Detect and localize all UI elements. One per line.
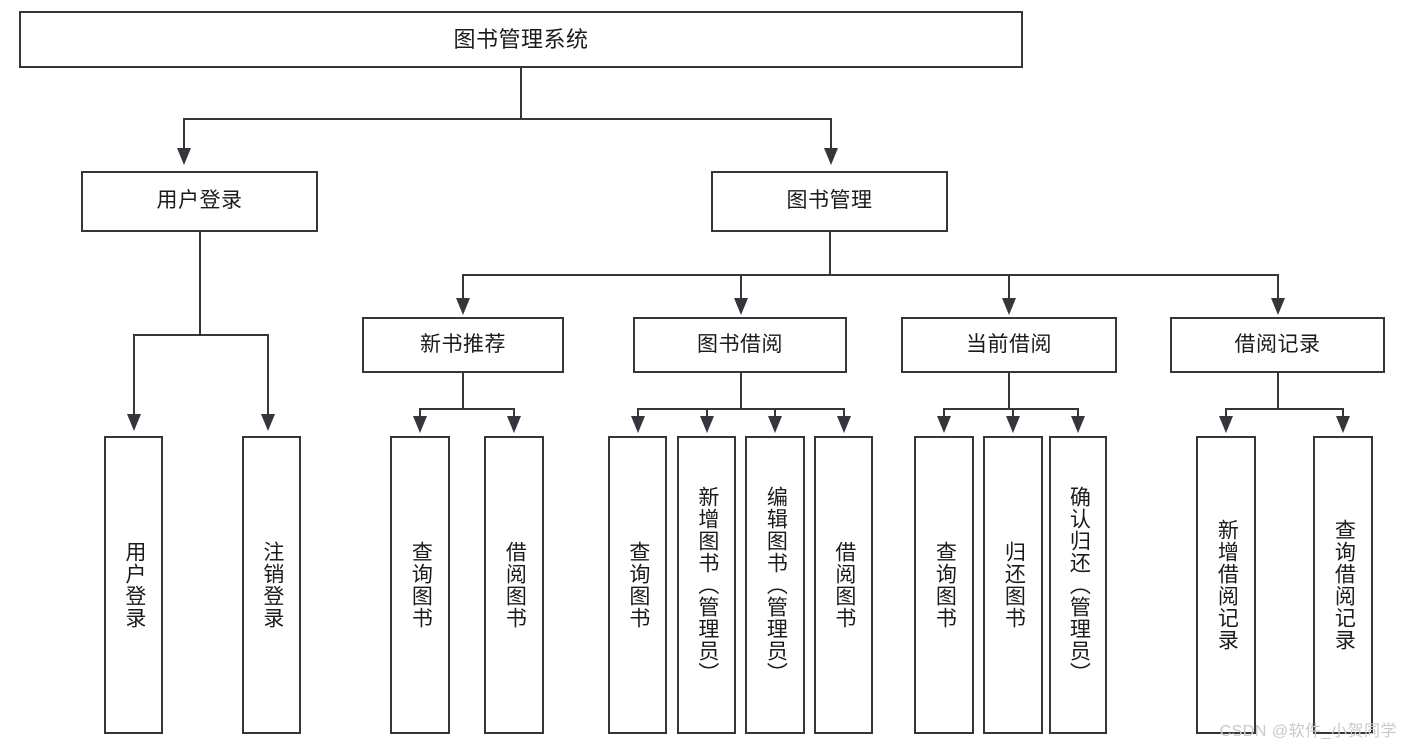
arrow-new-book-leaf-2 xyxy=(507,416,521,433)
node-leaf-borrow-book-1[interactable]: 借阅图书 xyxy=(484,436,544,734)
connector-book-borrow-stem xyxy=(740,373,742,410)
node-label: 图书管理 xyxy=(786,189,873,213)
arrow-book-borrow-leaf-3 xyxy=(768,416,782,433)
node-book-manage[interactable]: 图书管理 xyxy=(711,171,948,232)
connector-root-to-book-manage xyxy=(830,118,832,150)
node-label: 查询图书 xyxy=(933,541,957,629)
connector-book-manage-stem xyxy=(829,232,831,276)
node-label: 用户登录 xyxy=(122,541,146,629)
connector-borrow-record-stem xyxy=(1277,373,1279,410)
node-leaf-query-book-3[interactable]: 查询图书 xyxy=(914,436,974,734)
connector-book-borrow-bar xyxy=(637,408,844,410)
node-label: 新书推荐 xyxy=(420,332,506,356)
node-label: 查询借阅记录 xyxy=(1332,519,1356,651)
node-leaf-return-book[interactable]: 归还图书 xyxy=(983,436,1043,734)
arrow-book-borrow-leaf-1 xyxy=(631,416,645,433)
connector-current-borrow-leaf-2 xyxy=(1012,408,1014,418)
node-label: 确认归还（管理员） xyxy=(1067,486,1091,684)
node-user-login[interactable]: 用户登录 xyxy=(81,171,318,232)
arrow-root-to-book-manage xyxy=(824,148,838,165)
connector-new-book-leaf-2 xyxy=(513,408,515,418)
node-label: 用户登录 xyxy=(156,189,243,213)
node-leaf-query-record[interactable]: 查询借阅记录 xyxy=(1313,436,1373,734)
watermark-text: CSDN @软件_小贺同学 xyxy=(1219,723,1397,740)
node-leaf-query-book-2[interactable]: 查询图书 xyxy=(608,436,667,734)
connector-book-borrow-leaf-3 xyxy=(774,408,776,418)
arrow-current-borrow-leaf-2 xyxy=(1006,416,1020,433)
node-current-borrow[interactable]: 当前借阅 xyxy=(901,317,1117,373)
connector-user-login-stem xyxy=(199,232,201,336)
arrow-borrow-record-leaf-2 xyxy=(1336,416,1350,433)
node-label: 借阅记录 xyxy=(1234,332,1321,356)
arrow-book-manage-c3 xyxy=(1002,298,1016,315)
connector-book-manage-c3 xyxy=(1008,274,1010,300)
arrow-current-borrow-leaf-3 xyxy=(1071,416,1085,433)
arrow-book-borrow-leaf-2 xyxy=(700,416,714,433)
connector-book-manage-c1 xyxy=(462,274,464,300)
connector-current-borrow-leaf-1 xyxy=(943,408,945,418)
node-leaf-borrow-book-2[interactable]: 借阅图书 xyxy=(814,436,873,734)
node-label: 借阅图书 xyxy=(503,541,527,629)
node-label: 查询图书 xyxy=(626,541,650,629)
arrow-book-manage-c2 xyxy=(734,298,748,315)
node-label: 新增借阅记录 xyxy=(1215,519,1239,651)
connector-user-login-bar xyxy=(133,334,267,336)
node-label: 图书管理系统 xyxy=(453,26,589,52)
arrow-book-manage-c4 xyxy=(1271,298,1285,315)
arrow-new-book-leaf-1 xyxy=(413,416,427,433)
node-leaf-add-book[interactable]: 新增图书（管理员） xyxy=(677,436,736,734)
node-new-book-recommend[interactable]: 新书推荐 xyxy=(362,317,564,373)
node-root-system[interactable]: 图书管理系统 xyxy=(19,11,1023,68)
connector-root-bar xyxy=(183,118,832,120)
connector-book-manage-bar xyxy=(462,274,1278,276)
arrow-user-login-leaf-1 xyxy=(127,414,141,431)
node-label: 注销登录 xyxy=(260,541,284,629)
node-label: 编辑图书（管理员） xyxy=(764,486,788,684)
connector-book-borrow-leaf-4 xyxy=(843,408,845,418)
connector-root-stem xyxy=(520,68,522,120)
connector-user-login-leaf-2 xyxy=(267,334,269,416)
connector-new-book-stem xyxy=(462,373,464,410)
node-label: 图书借阅 xyxy=(697,332,783,356)
connector-book-manage-c4 xyxy=(1277,274,1279,300)
connector-current-borrow-bar xyxy=(943,408,1077,410)
node-label: 新增图书（管理员） xyxy=(695,486,719,684)
node-borrow-record[interactable]: 借阅记录 xyxy=(1170,317,1385,373)
connector-current-borrow-stem xyxy=(1008,373,1010,410)
connector-book-borrow-leaf-1 xyxy=(637,408,639,418)
arrow-root-to-user-login xyxy=(177,148,191,165)
node-book-borrow[interactable]: 图书借阅 xyxy=(633,317,847,373)
node-leaf-query-book-1[interactable]: 查询图书 xyxy=(390,436,450,734)
connector-root-to-user-login xyxy=(183,118,185,150)
connector-borrow-record-leaf-2 xyxy=(1342,408,1344,418)
node-label: 借阅图书 xyxy=(832,541,856,629)
arrow-user-login-leaf-2 xyxy=(261,414,275,431)
node-label: 当前借阅 xyxy=(966,332,1052,356)
node-leaf-confirm-return[interactable]: 确认归还（管理员） xyxy=(1049,436,1107,734)
node-leaf-add-record[interactable]: 新增借阅记录 xyxy=(1196,436,1256,734)
connector-user-login-leaf-1 xyxy=(133,334,135,416)
arrow-book-borrow-leaf-4 xyxy=(837,416,851,433)
connector-borrow-record-bar xyxy=(1225,408,1343,410)
connector-book-manage-c2 xyxy=(740,274,742,300)
node-label: 归还图书 xyxy=(1002,541,1026,629)
node-leaf-edit-book[interactable]: 编辑图书（管理员） xyxy=(745,436,805,734)
connector-new-book-leaf-1 xyxy=(419,408,421,418)
node-leaf-user-login[interactable]: 用户登录 xyxy=(104,436,163,734)
connector-borrow-record-leaf-1 xyxy=(1225,408,1227,418)
arrow-book-manage-c1 xyxy=(456,298,470,315)
node-leaf-logout[interactable]: 注销登录 xyxy=(242,436,301,734)
node-label: 查询图书 xyxy=(409,541,433,629)
connector-new-book-bar xyxy=(419,408,514,410)
connector-current-borrow-leaf-3 xyxy=(1077,408,1079,418)
arrow-current-borrow-leaf-1 xyxy=(937,416,951,433)
arrow-borrow-record-leaf-1 xyxy=(1219,416,1233,433)
connector-book-borrow-leaf-2 xyxy=(706,408,708,418)
